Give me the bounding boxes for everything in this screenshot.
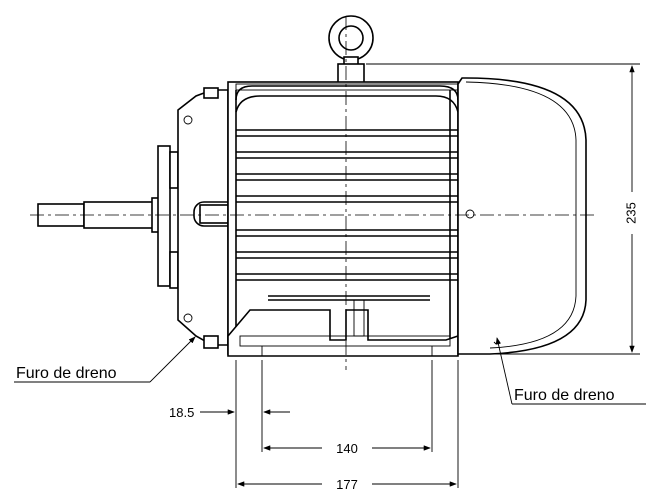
eye-bolt: [328, 15, 374, 87]
front-flange: [157, 87, 229, 349]
dimension-foot-width-label: 177: [336, 477, 358, 492]
dimension-height: 235: [366, 63, 640, 355]
dimension-foot-offset: 18.5: [169, 405, 290, 420]
drain-callout-right: Furo de dreno: [495, 337, 646, 405]
fan-cover: [457, 77, 587, 355]
dimension-foot-width: 177: [237, 477, 457, 492]
motor-feet: [227, 299, 459, 357]
dimension-height-label: 235: [623, 202, 638, 224]
dimension-foot-spacing-label: 140: [336, 441, 358, 456]
extension-lines: [235, 360, 459, 488]
motor-frame: [227, 81, 459, 355]
drain-label-right: Furo de dreno: [514, 387, 615, 404]
dimension-foot-spacing: 140: [263, 441, 431, 456]
drain-callout-left: Furo de dreno: [14, 336, 196, 383]
drain-label-left: Furo de dreno: [16, 365, 117, 382]
dimension-foot-offset-label: 18.5: [169, 405, 194, 420]
